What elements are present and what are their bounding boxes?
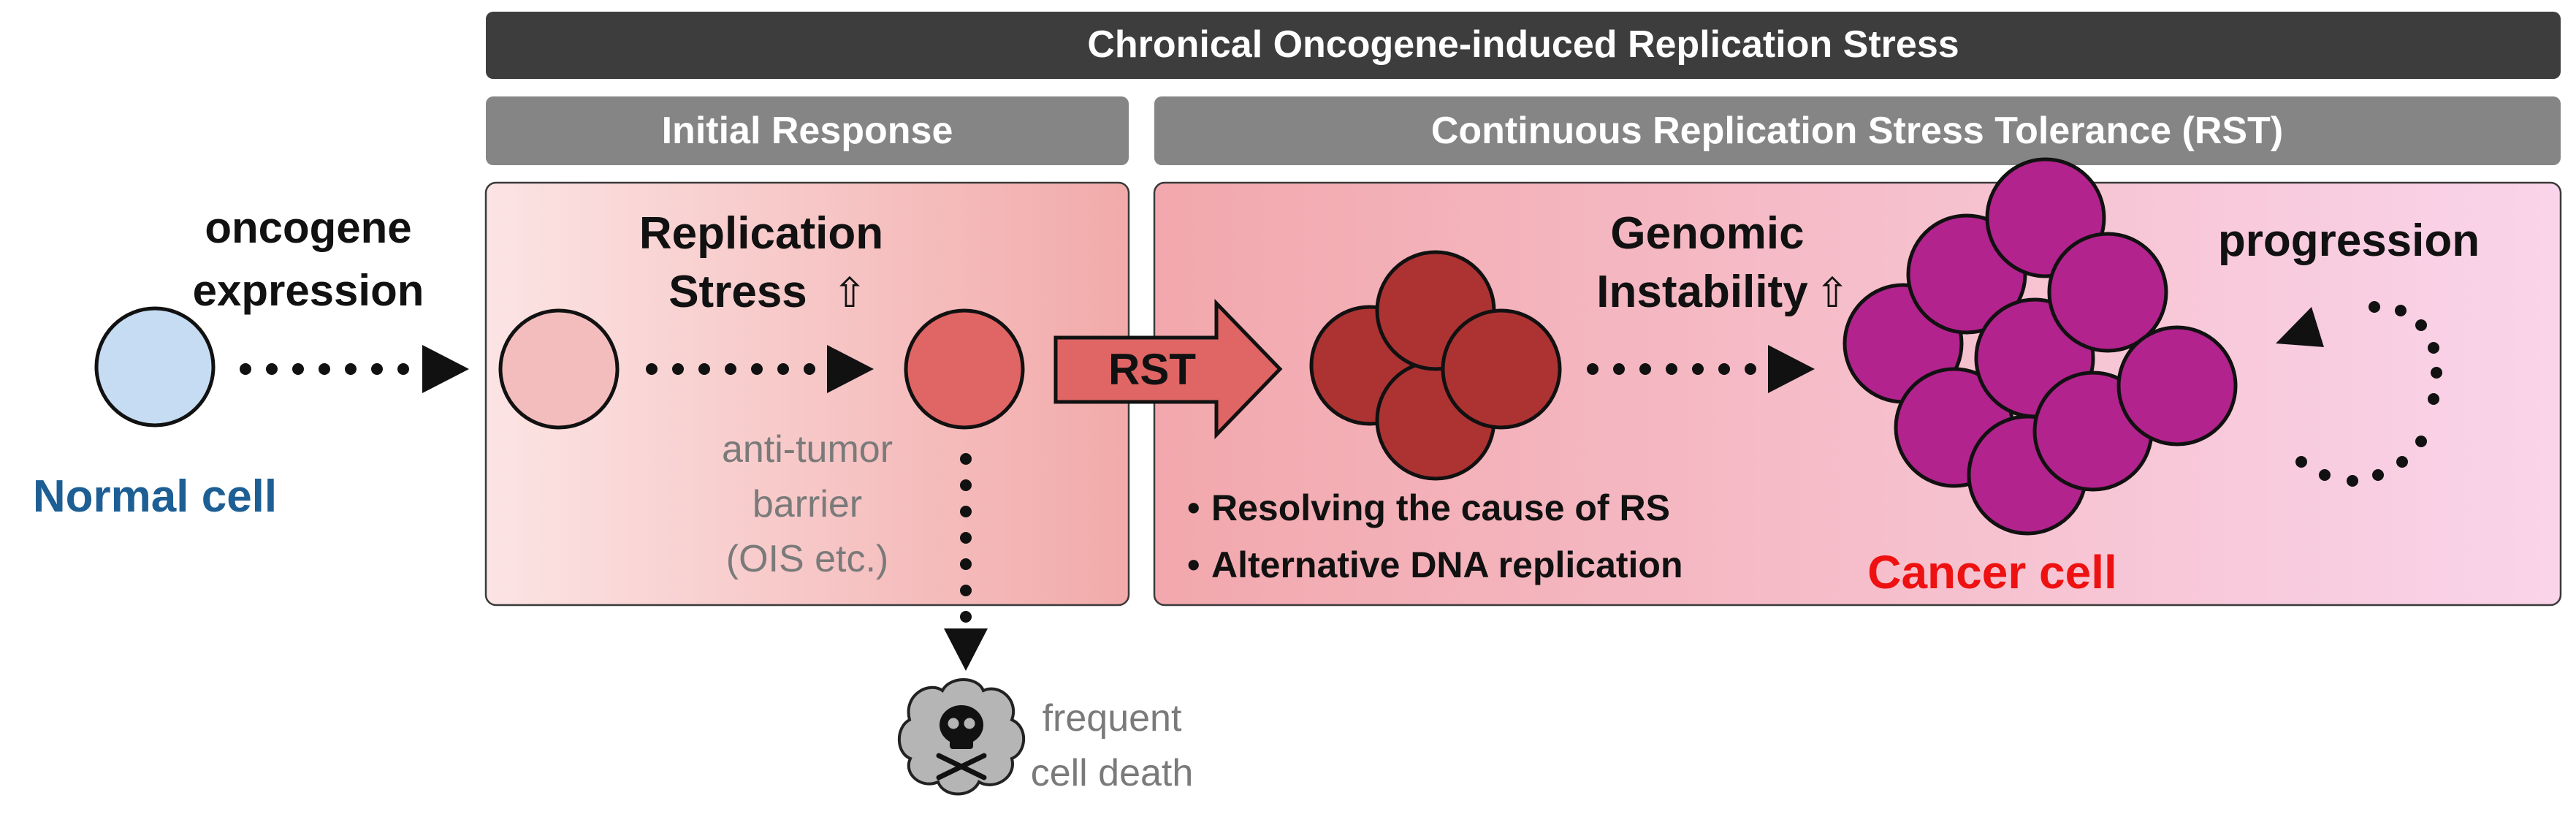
dotted-arrow-stress [646, 345, 874, 393]
replication-stress-line2: Stress [668, 267, 807, 317]
genomic-line1: Genomic [1610, 208, 1804, 259]
bullet-dot-1: • [1187, 487, 1200, 528]
genomic-line2: Instability [1596, 267, 1808, 317]
mechanism-item-2: Alternative DNA replication [1211, 544, 1683, 585]
rst-phase-banner [1154, 96, 2561, 165]
oncogene-label-line2: expression [193, 266, 424, 315]
top-banner-title: Chronical Oncogene-induced Replication S… [1087, 23, 1959, 66]
dotted-arrow-instability [1587, 345, 1815, 393]
up-arrow-icon: ⇧ [833, 270, 867, 316]
barrier-line2: barrier [752, 483, 862, 525]
oncogene-label-line1: oncogene [205, 203, 411, 252]
progression-label: progression [2218, 216, 2480, 266]
dead-cell-skull-icon [898, 678, 1026, 796]
rst-phase-label: Continuous Replication Stress Tolerance … [1431, 110, 2283, 152]
mechanism-item-1: Resolving the cause of RS [1211, 487, 1670, 528]
dotted-arrow-oncogene [240, 345, 469, 393]
cancer-cell-label: Cancer cell [1867, 546, 2117, 598]
death-line2: cell death [1031, 752, 1194, 794]
normal-cell [94, 306, 216, 428]
normal-cell-label: Normal cell [33, 471, 277, 522]
barrier-line3: (OIS etc.) [726, 538, 888, 580]
bullet-dot-2: • [1187, 544, 1200, 585]
dotted-arrow-death [944, 453, 988, 671]
stressed-cell-early [498, 308, 620, 430]
stressed-cell-late [904, 308, 1025, 430]
barrier-line1: anti-tumor [722, 428, 893, 471]
initial-response-banner [486, 96, 1129, 165]
replication-stress-line1: Replication [639, 208, 883, 259]
progression-cycle-arrow [2276, 301, 2442, 487]
death-line1: frequent [1043, 697, 1182, 740]
up-arrow-icon-genomic: ⇧ [1815, 270, 1850, 316]
cancer-cell-cluster [1843, 157, 2238, 536]
rst-arrow-label: RST [1108, 345, 1196, 394]
top-banner [486, 12, 2561, 79]
initial-response-label: Initial Response [662, 110, 953, 152]
unstable-cell-cluster [1309, 250, 1562, 481]
rst-block-arrow [1053, 298, 1283, 440]
